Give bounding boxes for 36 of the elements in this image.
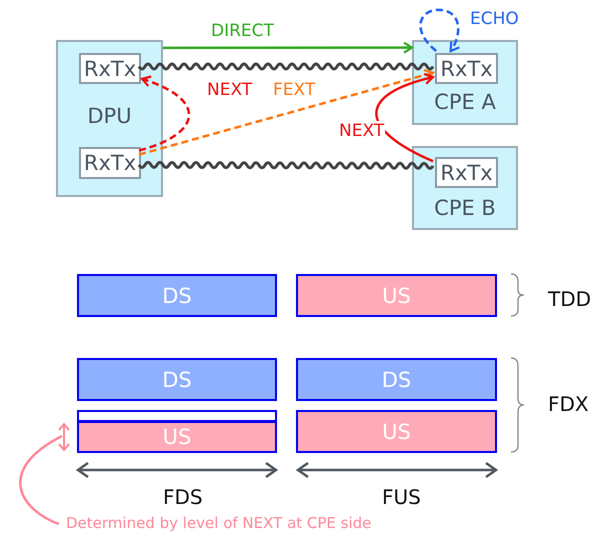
device-label: CPE B — [433, 196, 497, 220]
downstream-band — [296, 358, 497, 401]
band-axis-label: FDS — [163, 485, 203, 509]
transceiver-label: RxTx — [439, 160, 494, 184]
device-box — [56, 40, 163, 197]
band-label: US — [162, 425, 192, 449]
band-axis-label: FUS — [382, 485, 421, 509]
device-label: CPE A — [433, 90, 497, 114]
transceiver-label: RxTx — [439, 56, 494, 80]
upstream-band — [77, 421, 277, 453]
crosstalk-arrow — [419, 8, 460, 52]
crosstalk-arrow — [375, 73, 434, 162]
crosstalk-arrow — [138, 76, 190, 152]
mode-label: TDD — [548, 287, 592, 311]
device-box — [412, 40, 518, 125]
annotation-text: Determined by level of NEXT at CPE side — [66, 514, 426, 532]
crosstalk-arrow — [163, 42, 414, 54]
twisted-pair-cable — [138, 161, 434, 170]
band-label: DS — [162, 368, 192, 392]
band-label: DS — [382, 368, 412, 392]
transceiver-label: RxTx — [82, 56, 138, 80]
transceiver-label: RxTx — [82, 151, 138, 175]
crosstalk-arrow — [138, 68, 434, 156]
upstream-band — [296, 410, 497, 453]
empty-band — [77, 410, 277, 422]
twisted-pair-cable — [138, 62, 434, 70]
device-label: DPU — [86, 104, 133, 128]
band-label: DS — [162, 284, 192, 308]
device-box — [412, 146, 518, 230]
mode-label: FDX — [548, 392, 589, 416]
downstream-band — [77, 274, 277, 317]
leader-line — [19, 434, 63, 526]
upstream-band — [296, 274, 497, 317]
band-label: US — [382, 284, 411, 308]
downstream-band — [77, 358, 277, 401]
band-label: US — [382, 420, 411, 444]
